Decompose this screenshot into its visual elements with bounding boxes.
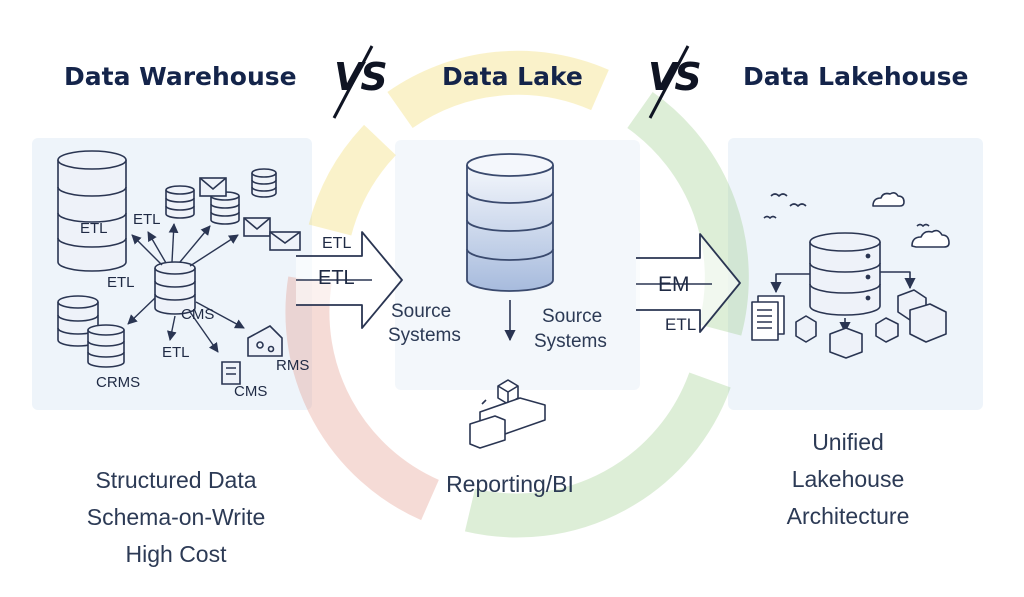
etl-label: ETL: [107, 274, 135, 291]
data-warehouse-heading: Data Warehouse: [64, 62, 297, 91]
connector-arrow: [179, 225, 211, 263]
arrow2-etl-small: ETL: [665, 315, 696, 334]
connector-line: [770, 273, 810, 294]
bird-icon: [789, 203, 807, 207]
arrow1-etl-small: ETL: [322, 235, 351, 252]
connector-arrow: [189, 311, 219, 353]
cube-icon: [795, 315, 817, 343]
cube-icon: [875, 317, 899, 343]
cms-database-icon: [154, 261, 196, 315]
connector-arrow: [131, 234, 163, 266]
crms-label: CRMS: [96, 374, 140, 391]
cube-icon: [829, 327, 863, 359]
lake-caption: Reporting/BI: [410, 466, 610, 503]
etl-flow-arrow-1: [296, 231, 403, 329]
data-lake-heading: Data Lake: [442, 62, 583, 91]
source-systems-right-line2: Systems: [534, 331, 607, 352]
source-systems-right-line1: Source: [542, 306, 602, 327]
envelope-icon: [243, 217, 271, 237]
watermark-logo: [285, 50, 749, 538]
cloud-icon: [872, 192, 905, 207]
data-lake-database-icon: [466, 153, 554, 292]
connector-arrow: [167, 315, 177, 341]
caption-line: Structured Data: [95, 467, 257, 493]
caption-line: Lakehouse: [791, 466, 905, 492]
data-lakehouse-heading: Data Lakehouse: [743, 62, 969, 91]
arrow2-em-large: EM: [658, 273, 690, 296]
small-database-icon: [251, 168, 277, 198]
caption-line: Schema-on-Write: [86, 504, 266, 530]
cube-icon: [909, 303, 947, 343]
connector-arrow: [168, 223, 179, 263]
lakehouse-caption: Unified Lakehouse Architecture: [738, 424, 958, 535]
envelope-icon: [199, 177, 227, 197]
vs-label: VS: [334, 55, 388, 99]
caption-line: Reporting/BI: [446, 471, 574, 497]
document-stack-icon: [751, 295, 785, 341]
cms-label: CMS: [234, 383, 267, 400]
warehouse-caption: Structured Data Schema-on-Write High Cos…: [52, 462, 300, 573]
crms-database-icon: [87, 324, 125, 368]
em-flow-arrow-2: [636, 233, 741, 333]
etl-db-label: ETL: [80, 220, 108, 237]
etl-label: ETL: [133, 211, 161, 228]
bird-icon: [770, 193, 788, 197]
small-database-icon: [210, 191, 240, 225]
cms-label: CMS: [181, 306, 214, 323]
bird-icon: [763, 215, 777, 219]
bird-icon: [916, 223, 930, 227]
source-systems-left-line2: Systems: [388, 325, 461, 346]
caption-line: Unified: [812, 429, 884, 455]
vs-label: VS: [648, 55, 702, 99]
small-database-icon: [165, 185, 195, 219]
rms-label: RMS: [276, 357, 309, 374]
vs-slash-decoration: [332, 45, 374, 119]
etl-label: ETL: [162, 344, 190, 361]
connector-line: [880, 271, 916, 290]
connector-arrow: [195, 301, 245, 329]
cms-file-icon: [221, 361, 241, 385]
caption-line: High Cost: [125, 541, 227, 567]
envelope-icon: [269, 231, 301, 251]
arrow1-etl-large: ETL: [318, 267, 355, 289]
source-systems-left-line1: Source: [391, 301, 451, 322]
cloud-icon: [911, 229, 950, 248]
vs-slash-decoration: [648, 45, 690, 119]
connector-arrow: [127, 297, 156, 325]
rms-storage-icon: [247, 325, 283, 357]
reporting-bi-icon: [469, 379, 546, 449]
connector-arrow: [189, 234, 239, 267]
caption-line: Architecture: [786, 503, 910, 529]
connector-arrow: [147, 231, 167, 264]
warehouse-main-database-icon: [57, 150, 127, 272]
lakehouse-database-icon: [809, 232, 881, 316]
